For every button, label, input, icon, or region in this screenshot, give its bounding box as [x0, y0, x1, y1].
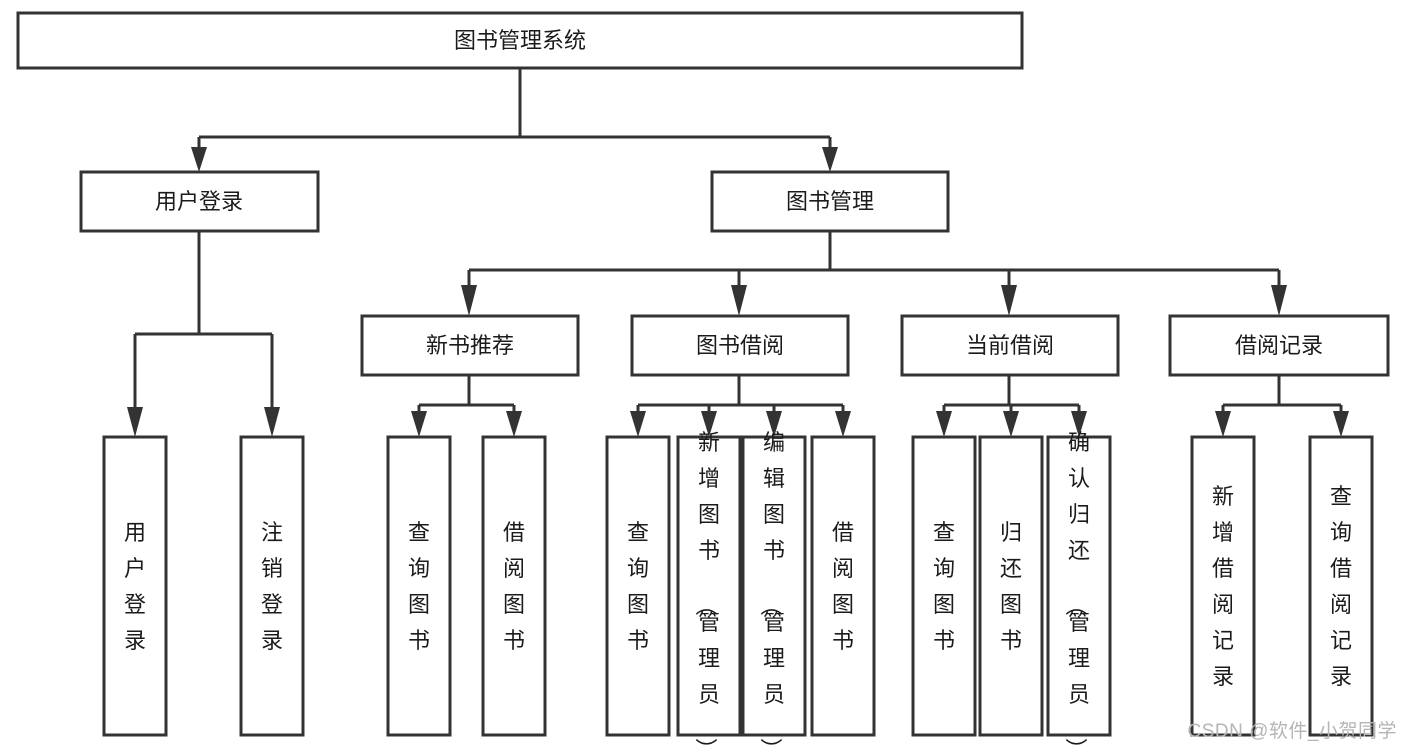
leaf-node-label: 查询图书: [408, 520, 430, 653]
arrow-head-new-book-recommend: [461, 285, 477, 316]
node-book-manage-box[interactable]: [710, 170, 950, 233]
node-borrow-record-box[interactable]: [1168, 314, 1390, 377]
leaf-node-label: 注销登录: [261, 520, 283, 653]
arrow-head-leaf-user-login: [127, 407, 143, 437]
leaf-node-label: 查询借阅记录: [1330, 484, 1352, 689]
arrow-head-leaf-query-book-2: [630, 411, 646, 437]
leaf-node[interactable]: 编辑图书（管理员）: [741, 430, 807, 747]
arrow-head-book-manage: [822, 147, 838, 172]
node-book-borrow-label: 图书借阅: [696, 333, 784, 358]
leaf-node[interactable]: 注销登录: [239, 435, 305, 737]
leaf-node[interactable]: 借阅图书: [481, 435, 547, 737]
leaf-node-box[interactable]: [810, 435, 876, 737]
leaf-node[interactable]: 用户登录: [102, 435, 168, 737]
node-current-borrow-box[interactable]: [900, 314, 1120, 377]
node-new-book-recommend[interactable]: 新书推荐: [360, 314, 580, 377]
arrow-head-leaf-query-record: [1333, 411, 1349, 437]
leaf-node[interactable]: 新增图书（管理员）: [676, 430, 742, 747]
leaf-node-box[interactable]: [481, 435, 547, 737]
arrow-head-leaf-borrow-book-1: [506, 411, 522, 437]
leaf-node-box[interactable]: [741, 435, 807, 737]
node-user-login-label: 用户登录: [155, 189, 243, 214]
leaf-node[interactable]: 借阅图书: [810, 435, 876, 737]
leaf-node-label: 用户登录: [124, 520, 146, 653]
node-root[interactable]: 图书管理系统: [16, 11, 1024, 70]
leaf-node-label: 查询图书: [627, 520, 649, 653]
node-root-label: 图书管理系统: [454, 28, 586, 53]
leaf-node[interactable]: 查询图书: [911, 435, 977, 737]
leaf-node-label: 借阅图书: [503, 520, 525, 653]
leaf-node-label: 新增借阅记录: [1212, 484, 1234, 689]
node-current-borrow[interactable]: 当前借阅: [900, 314, 1120, 377]
leaf-node[interactable]: 新增借阅记录: [1190, 435, 1256, 737]
node-new-book-recommend-label: 新书推荐: [426, 333, 514, 358]
arrow-head-borrow-record: [1271, 285, 1287, 316]
leaf-node-box[interactable]: [911, 435, 977, 737]
node-new-book-recommend-box[interactable]: [360, 314, 580, 377]
arrow-head-book-borrow: [731, 285, 747, 316]
arrow-head-leaf-return-book: [1003, 411, 1019, 437]
leaf-node[interactable]: 归还图书: [978, 435, 1044, 737]
arrow-head-leaf-add-book: [701, 411, 717, 437]
arrow-head-current-borrow: [1001, 285, 1017, 316]
arrow-head-leaf-confirm-return: [1071, 411, 1087, 437]
leaf-node-box[interactable]: [386, 435, 452, 737]
node-user-login-box[interactable]: [79, 170, 320, 233]
arrow-head-leaf-borrow-book-2: [835, 411, 851, 437]
node-root-box[interactable]: [16, 11, 1024, 70]
arrow-head-leaf-edit-book: [766, 411, 782, 437]
arrow-head-leaf-add-record: [1215, 411, 1231, 437]
leaf-node-label: 确认归还（管理员）: [1063, 430, 1090, 747]
leaf-node-label: 查询图书: [933, 520, 955, 653]
leaf-node-label: 借阅图书: [832, 520, 854, 653]
leaf-node-box[interactable]: [605, 435, 671, 737]
leaf-node[interactable]: 查询图书: [605, 435, 671, 737]
leaf-node-box[interactable]: [978, 435, 1044, 737]
leaf-node[interactable]: 确认归还（管理员）: [1046, 430, 1112, 747]
leaf-node-layer: 用户登录 注销登录 查询图书 借阅图书 查询图书 新增图书（管理员） 编辑图书（管理员） 借阅…: [102, 430, 1374, 747]
leaf-node[interactable]: 查询图书: [386, 435, 452, 737]
node-borrow-record[interactable]: 借阅记录: [1168, 314, 1390, 377]
leaf-node-box[interactable]: [676, 435, 742, 737]
leaf-node-box[interactable]: [1046, 435, 1112, 737]
node-current-borrow-label: 当前借阅: [966, 333, 1054, 358]
leaf-node-box[interactable]: [102, 435, 168, 737]
node-layer: 图书管理系统 用户登录 图书管理 新书推荐 图书借阅 当前借阅 借阅记录: [16, 11, 1390, 377]
node-book-manage[interactable]: 图书管理: [710, 170, 950, 233]
node-book-borrow[interactable]: 图书借阅: [630, 314, 850, 377]
arrow-head-user-login: [191, 147, 207, 172]
leaf-node-label: 新增图书（管理员）: [693, 430, 720, 747]
leaf-node-label: 编辑图书（管理员）: [758, 430, 785, 747]
node-user-login[interactable]: 用户登录: [79, 170, 320, 233]
leaf-node-box[interactable]: [1308, 435, 1374, 737]
connector-layer: [127, 68, 1349, 437]
arrow-head-leaf-user-logout: [264, 407, 280, 437]
arrow-head-leaf-query-book-3: [936, 411, 952, 437]
leaf-node-box[interactable]: [1190, 435, 1256, 737]
leaf-node-label: 归还图书: [1000, 520, 1022, 653]
leaf-node-box[interactable]: [239, 435, 305, 737]
leaf-node[interactable]: 查询借阅记录: [1308, 435, 1374, 737]
node-borrow-record-label: 借阅记录: [1235, 333, 1323, 358]
arrow-head-leaf-query-book-1: [411, 411, 427, 437]
node-book-manage-label: 图书管理: [786, 189, 874, 214]
node-book-borrow-box[interactable]: [630, 314, 850, 377]
